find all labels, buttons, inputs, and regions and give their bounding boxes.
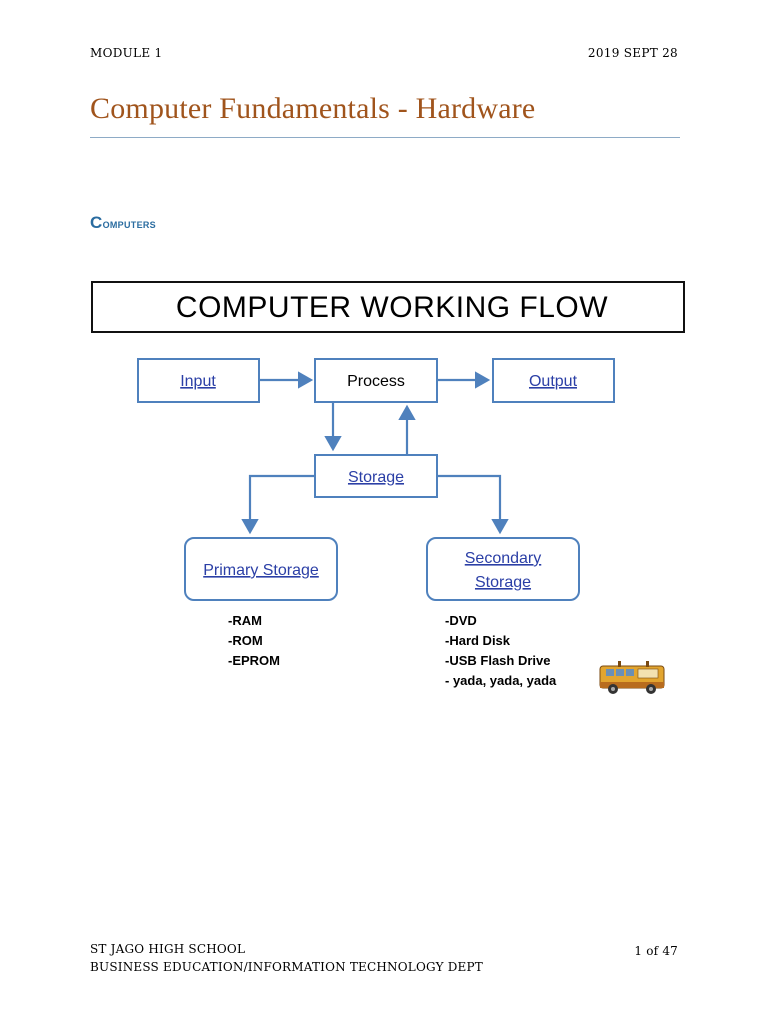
footer-dept: BUSINESS EDUCATION/INFORMATION TECHNOLOG…: [90, 960, 483, 974]
section-heading-initial: C: [90, 213, 103, 232]
header-module: MODULE 1: [90, 46, 163, 60]
secondary-storage-list: -DVD -Hard Disk -USB Flash Drive - yada,…: [445, 611, 556, 691]
header-date: 2019 SEPT 28: [587, 46, 678, 60]
primary-storage-list: -RAM -ROM -EPROM: [228, 611, 280, 671]
list-item: -EPROM: [228, 653, 280, 668]
footer-school: ST JAGO HIGH SCHOOL: [90, 942, 246, 956]
primary-storage-label: Primary Storage: [203, 562, 319, 579]
diagram-title-box: COMPUTER WORKING FLOW: [91, 281, 685, 333]
secondary-storage-label-line1: Secondary: [465, 550, 542, 567]
bus-clipart-icon: [599, 661, 665, 694]
section-heading-rest: omputers: [102, 216, 156, 231]
storage-label: Storage: [348, 469, 404, 486]
footer-page-number: 1 of 47: [634, 944, 678, 958]
primary-storage-node: [184, 537, 338, 601]
arrow-storage-primary: [241, 474, 315, 535]
output-label: Output: [529, 373, 578, 390]
storage-node: [314, 454, 438, 498]
list-item: - yada, yada, yada: [445, 673, 557, 688]
input-node: [137, 358, 260, 403]
list-item: -Hard Disk: [445, 633, 511, 648]
diagram-title: COMPUTER WORKING FLOW: [175, 291, 609, 324]
title-divider: [90, 137, 680, 138]
list-item: -ROM: [228, 633, 263, 648]
page-title: Computer Fundamentals - Hardware: [90, 92, 536, 125]
arrow-storage-secondary: [437, 474, 509, 535]
secondary-storage-label-line2: Storage: [475, 574, 531, 591]
section-heading: Computers: [90, 213, 156, 233]
list-item: -DVD: [445, 613, 477, 628]
list-item: -USB Flash Drive: [445, 653, 551, 668]
output-node: [492, 358, 615, 403]
list-item: -RAM: [228, 613, 262, 628]
process-label: Process: [347, 373, 405, 390]
process-node: [314, 358, 438, 403]
secondary-storage-node: [426, 537, 580, 601]
input-label: Input: [180, 373, 216, 390]
